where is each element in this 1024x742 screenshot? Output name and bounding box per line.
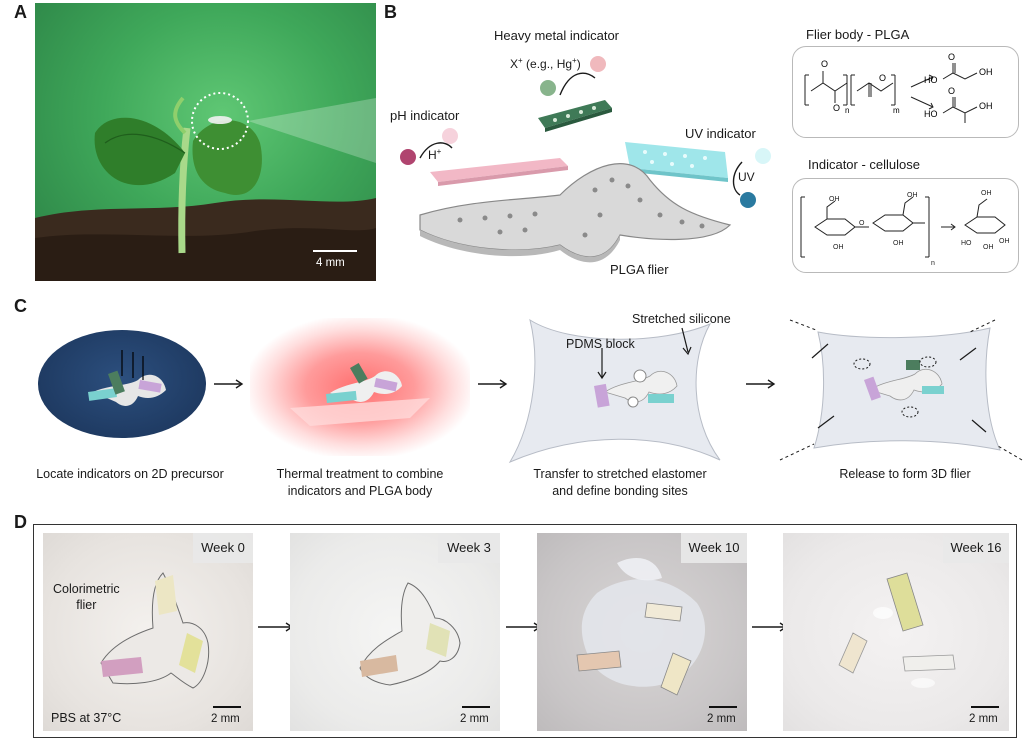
ph-ion-label: H+: [428, 147, 442, 162]
step3-stretched-elastomer: [508, 318, 721, 464]
cellulose-oh-4: OH: [893, 240, 904, 247]
step4-released-flier: [779, 319, 1023, 461]
week10-photo: Week 10 2 mm: [537, 533, 747, 731]
step2-flier: [290, 363, 430, 426]
pbs-condition-label: PBS at 37°C: [51, 711, 122, 725]
panel-b-exploded-flier: [400, 56, 771, 263]
plga-flier-label: PLGA flier: [610, 262, 669, 277]
plga-o-label-2: O: [833, 103, 840, 113]
cellulose-oh-3: OH: [907, 192, 918, 199]
step4-caption: Release to form 3D flier: [839, 467, 971, 481]
lactic-o-label: O: [948, 86, 955, 96]
step2-to-step3-arrow: [478, 379, 508, 389]
plga-n-subscript: n: [845, 106, 849, 115]
week10-fragments: [576, 558, 706, 696]
week0-scale-label: 2 mm: [211, 713, 240, 725]
cellulose-o-link: O: [859, 220, 865, 227]
step1-caption: Locate indicators on 2D precursor: [36, 467, 224, 481]
week10-scale-bar: [709, 706, 737, 708]
week10-label: Week 10: [681, 533, 747, 563]
week0-label: Week 0: [193, 533, 253, 563]
heavy-metal-dot-light: [590, 56, 606, 72]
panel-d-frame: [33, 524, 1017, 738]
week3-scale-bar: [462, 706, 490, 708]
week0-scale-bar: [213, 706, 241, 708]
week16-photo: Week 16 2 mm: [783, 533, 1009, 731]
week3-scale-label: 2 mm: [460, 713, 489, 725]
glucose-oh-2: OH: [983, 244, 994, 251]
heavy-metal-indicator-title: Heavy metal indicator: [494, 28, 619, 43]
panel-a-letter: A: [14, 2, 27, 22]
glycolic-oh-label: OH: [979, 67, 993, 77]
step1-precursor-shape: [88, 350, 166, 406]
week3-photo: Week 3 2 mm: [290, 533, 500, 731]
plga-o-label-1: O: [821, 59, 828, 69]
ph-dot-dark: [400, 149, 416, 165]
lactic-oh-label: OH: [979, 101, 993, 111]
plga-chem-box: O O n O m HO OH O HO OH O: [792, 46, 1019, 138]
cellulose-structure: OH OH O OH OH n OH HO OH OH: [800, 190, 1010, 267]
week16-label: Week 16: [943, 533, 1009, 563]
week3-flier: [359, 582, 461, 686]
ph-indicator-strip: [430, 158, 568, 186]
step2-caption: Thermal treatment to combine indicators …: [255, 466, 465, 500]
step2-caption-line1: Thermal treatment to combine: [276, 467, 444, 481]
panel-a-scale-label: 4 mm: [316, 257, 345, 269]
cellulose-n-subscript: n: [931, 260, 935, 267]
week0-flier: [100, 572, 210, 689]
panel-a-photo: 4 mm: [35, 3, 376, 281]
week16-scale-label: 2 mm: [969, 713, 998, 725]
uv-ion-label: UV: [738, 170, 755, 184]
step3-caption-line1: Transfer to stretched elastomer: [533, 467, 707, 481]
week16-fragments: [838, 572, 956, 688]
step3-caption: Transfer to stretched elastomer and defi…: [515, 466, 725, 500]
step2-caption-line2: indicators and PLGA body: [287, 484, 433, 498]
flier-label-line1: Colorimetric: [53, 582, 120, 596]
ph-dot-light: [442, 128, 458, 144]
glucose-oh-3: OH: [999, 238, 1010, 245]
stretched-silicone-label: Stretched silicone: [632, 312, 731, 326]
uv-dot-light: [755, 148, 771, 164]
week10-scale-label: 2 mm: [707, 713, 736, 725]
lactic-ho-label: HO: [924, 109, 938, 119]
step3-caption-line2: and define bonding sites: [552, 484, 688, 498]
flier-label: Colorimetric flier: [53, 581, 120, 613]
step3-to-step4-arrow: [746, 379, 776, 389]
heavy-metal-indicator-strip: [538, 100, 612, 132]
glycolic-ho-label: HO: [924, 75, 938, 85]
uv-indicator-title: UV indicator: [685, 126, 756, 141]
glycolic-o-label: O: [948, 52, 955, 62]
heavy-metal-ion-label: X+ (e.g., Hg+): [510, 56, 581, 71]
plga-o-label-3: O: [879, 73, 886, 83]
week0-photo: Week 0 Colorimetric flier PBS at 37°C 2 …: [43, 533, 253, 731]
plga-m-subscript: m: [893, 106, 900, 115]
glucose-ho-label: HO: [961, 240, 972, 247]
step1-precursor-disc: [38, 330, 206, 438]
panel-b-letter: B: [384, 2, 397, 22]
step1-to-step2-arrow: [214, 379, 244, 389]
panel-d-letter: D: [14, 512, 27, 532]
week16-scale-bar: [971, 706, 999, 708]
week0-to-week3-arrow: [258, 622, 294, 632]
pdms-block-label: PDMS block: [566, 337, 635, 351]
seedling-illustration: [35, 92, 376, 281]
cellulose-oh-2: OH: [833, 244, 844, 251]
ph-indicator-title: pH indicator: [390, 108, 460, 123]
chem-indicator-title: Indicator - cellulose: [808, 157, 920, 172]
plga-structure: O O n O m HO OH O HO OH O: [804, 52, 993, 123]
glucose-oh-1: OH: [981, 190, 992, 197]
flier-label-line2: flier: [76, 598, 97, 612]
plga-flier-body: [419, 163, 732, 263]
panel-c-letter: C: [14, 296, 27, 316]
cellulose-chem-box: OH OH O OH OH n OH HO OH OH: [792, 178, 1019, 273]
uv-indicator-strip: [625, 142, 728, 182]
step2-thermal-glow: [250, 318, 470, 456]
chem-body-title: Flier body - PLGA: [806, 27, 910, 42]
heavy-metal-dot-dark: [540, 80, 556, 96]
cellulose-oh-1: OH: [829, 196, 840, 203]
uv-dot-dark: [740, 192, 756, 208]
week3-label: Week 3: [438, 533, 500, 563]
